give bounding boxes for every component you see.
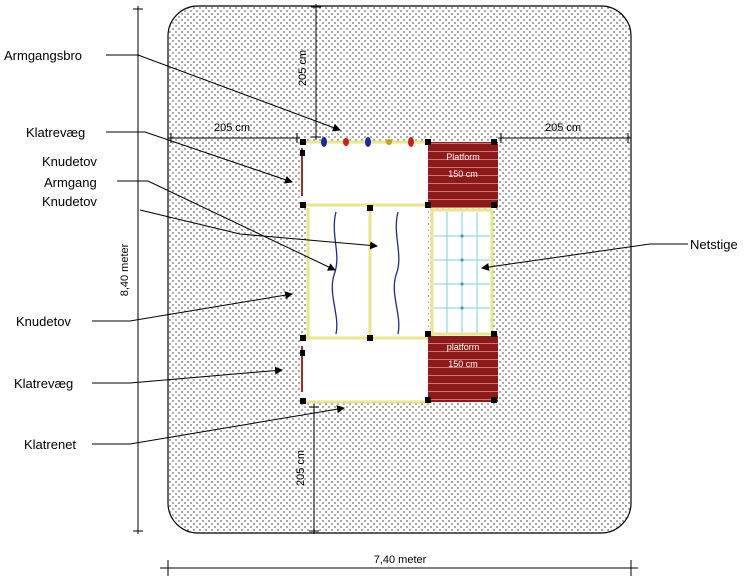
klatrenet-zone — [300, 338, 428, 402]
knudetov-rope-1 — [331, 211, 338, 335]
dim-left-205: 205 cm — [214, 122, 250, 134]
knudetov-rope-2 — [393, 211, 400, 335]
label-klatrevaeg-top: Klatrevæg — [26, 125, 85, 140]
platform-top-name: Platform — [446, 152, 480, 162]
label-netstige: Netstige — [690, 237, 738, 252]
platform-bottom — [428, 336, 498, 402]
label-knudetov-left: Knudetov — [16, 314, 71, 329]
platform-top — [428, 142, 498, 208]
label-klatrenet: Klatrenet — [24, 437, 76, 452]
dimension-lines — [133, 4, 638, 576]
label-armgang: Armgang — [44, 175, 97, 190]
dim-bottom-205: 205 cm — [295, 450, 307, 486]
label-knudetov-top: Knudetov — [42, 154, 97, 169]
label-armgangsbro: Armgangsbro — [4, 48, 82, 63]
posts — [300, 139, 497, 404]
dim-height: 8,40 meter — [119, 243, 131, 296]
armgangsbro-handles — [321, 137, 414, 147]
dim-top-205: 205 cm — [297, 50, 309, 86]
platform-bottom-name: platform — [447, 342, 480, 352]
label-klatrevaeg-bottom: Klatrevæg — [14, 376, 73, 391]
dim-right-205: 205 cm — [545, 122, 581, 134]
armgangsbro-zone — [300, 142, 428, 208]
dim-width: 7,40 meter — [374, 554, 427, 566]
callout-leaders — [92, 54, 688, 445]
label-knudetov-mid: Knudetov — [42, 194, 97, 209]
platform-bottom-size: 150 cm — [448, 359, 478, 369]
knudetov-zone — [308, 208, 428, 338]
platform-top-size: 150 cm — [448, 169, 478, 179]
